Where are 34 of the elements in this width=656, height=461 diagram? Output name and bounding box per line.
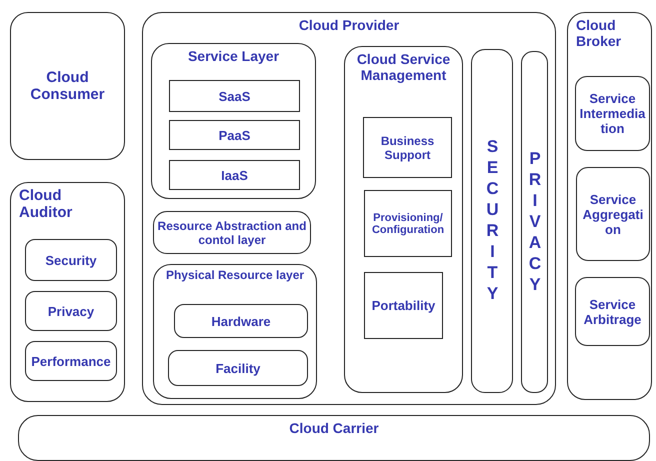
service-box: IaaS bbox=[169, 160, 300, 190]
vertical-band bbox=[471, 49, 513, 393]
actor-box bbox=[142, 12, 556, 405]
vertical-band bbox=[521, 51, 548, 393]
service-box: Service Intermediation bbox=[575, 76, 650, 151]
item-box: Security bbox=[25, 239, 117, 281]
item-box: Performance bbox=[25, 341, 117, 381]
service-box: Service Arbitrage bbox=[575, 277, 650, 346]
box-title: Cloud Service Management bbox=[356, 51, 452, 84]
layer-box bbox=[153, 264, 317, 399]
actor-box bbox=[18, 415, 650, 461]
resource-box: Hardware bbox=[174, 304, 308, 338]
service-box: SaaS bbox=[169, 80, 300, 112]
actor-box bbox=[567, 12, 652, 400]
resource-box: Facility bbox=[168, 350, 308, 386]
item-box: Privacy bbox=[25, 291, 117, 331]
box-title: Service Layer bbox=[186, 48, 280, 64]
vertical-label: SECURITY bbox=[482, 137, 502, 305]
box-title: Cloud Auditor bbox=[19, 187, 74, 222]
function-box: Portability bbox=[364, 272, 443, 339]
function-box: Business Support bbox=[363, 117, 452, 178]
box-title: Cloud Broker bbox=[576, 17, 622, 50]
actor-box bbox=[10, 182, 125, 402]
layer-box bbox=[151, 43, 316, 199]
box-title: Cloud Provider bbox=[298, 17, 400, 34]
service-box: PaaS bbox=[169, 120, 300, 150]
management-box bbox=[344, 46, 463, 393]
function-box: Provisioning/ Configuration bbox=[364, 190, 452, 257]
vertical-label: PRIVACY bbox=[524, 148, 544, 296]
actor-box: Cloud Consumer bbox=[10, 12, 125, 160]
service-box: Service Aggregation bbox=[576, 167, 650, 261]
box-title: Cloud Carrier bbox=[288, 420, 380, 436]
layer-box: Resource Abstraction and contol layer bbox=[153, 211, 311, 254]
box-title: Physical Resource layer bbox=[164, 269, 306, 283]
